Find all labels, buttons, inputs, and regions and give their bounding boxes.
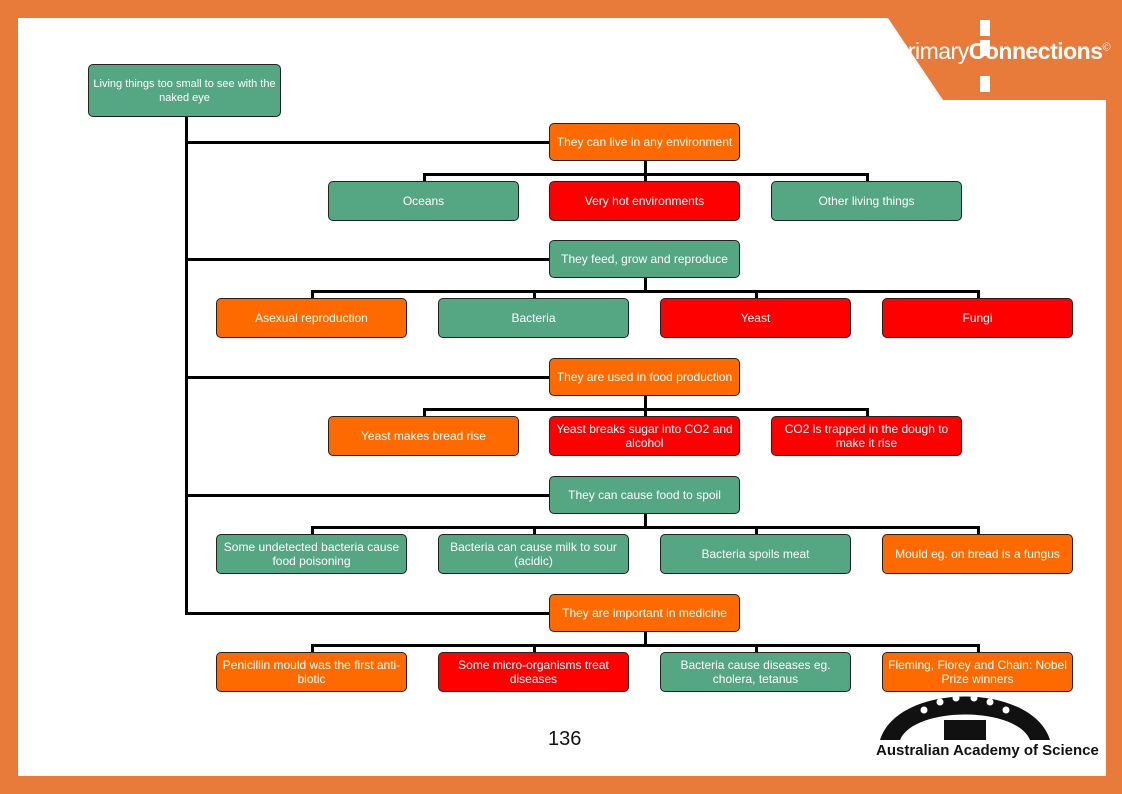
leaf-node-4-2-label: Bacteria cause diseases eg. cholera, tet…	[680, 658, 831, 686]
drop-group-0-1	[644, 173, 647, 181]
spine-line	[185, 117, 188, 614]
leaf-node-1-0-label: Asexual reproduction	[255, 311, 368, 325]
connector-group-4	[185, 612, 549, 615]
stem-group-4	[644, 632, 647, 645]
group-node-4: They are important in medicine	[549, 594, 740, 632]
drop-group-1-2	[755, 290, 758, 298]
group-node-1-label: They feed, grow and reproduce	[561, 252, 728, 266]
leaf-node-0-1-label: Very hot environments	[584, 194, 705, 208]
drop-group-4-1	[533, 644, 536, 652]
leaf-node-4-0: Penicillin mould was the first anti-biot…	[216, 652, 407, 692]
drop-group-3-3	[977, 526, 980, 534]
group-node-3-label: They can cause food to spoil	[568, 488, 721, 502]
root-node-label: Living things too small to see with the …	[93, 77, 276, 104]
leaf-node-0-2-label: Other living things	[818, 194, 915, 208]
drop-group-3-0	[311, 526, 314, 534]
bar-group-1	[311, 290, 980, 293]
academy-dome-icon	[880, 694, 1050, 740]
drop-group-0-2	[866, 173, 869, 181]
root-node: Living things too small to see with the …	[88, 64, 281, 117]
group-node-0-label: They can live in any environment	[556, 135, 733, 149]
leaf-node-4-3: Fleming, Florey and Chain: Nobel Prize w…	[882, 652, 1073, 692]
bar-group-4	[311, 644, 980, 647]
drop-group-3-1	[533, 526, 536, 534]
drop-group-2-2	[866, 408, 869, 416]
leaf-node-1-3: Fungi	[882, 298, 1073, 338]
drop-group-2-0	[423, 408, 426, 416]
leaf-node-2-0: Yeast makes bread rise	[328, 416, 519, 456]
leaf-node-0-1: Very hot environments	[549, 181, 740, 221]
leaf-node-1-2-label: Yeast	[740, 311, 771, 325]
group-node-3: They can cause food to spoil	[549, 476, 740, 514]
leaf-node-1-1-label: Bacteria	[511, 311, 556, 325]
stem-group-1	[644, 278, 647, 291]
leaf-node-4-3-label: Fleming, Florey and Chain: Nobel Prize w…	[888, 658, 1067, 686]
leaf-node-3-1: Bacteria can cause milk to sour (acidic)	[438, 534, 629, 574]
leaf-node-2-1: Yeast breaks sugar into CO2 and alcohol	[549, 416, 740, 456]
leaf-node-0-0: Oceans	[328, 181, 519, 221]
leaf-node-2-2: CO2 is trapped in the dough to make it r…	[771, 416, 962, 456]
slide: Living things too small to see with the …	[18, 18, 1106, 776]
leaf-node-4-1: Some micro-organisms treat diseases	[438, 652, 629, 692]
leaf-node-0-0-label: Oceans	[402, 194, 445, 208]
connector-group-2	[185, 376, 549, 379]
leaf-node-3-0: Some undetected bacteria cause food pois…	[216, 534, 407, 574]
leaf-node-4-0-label: Penicillin mould was the first anti-biot…	[222, 658, 401, 686]
connector-group-1	[185, 258, 549, 261]
leaf-node-2-1-label: Yeast breaks sugar into CO2 and alcohol	[556, 422, 733, 450]
bar-group-3	[311, 526, 980, 529]
brand-banner	[888, 18, 1106, 100]
leaf-node-2-0-label: Yeast makes bread rise	[361, 429, 486, 443]
leaf-node-4-1-label: Some micro-organisms treat diseases	[458, 658, 609, 686]
group-node-1: They feed, grow and reproduce	[549, 240, 740, 278]
leaf-node-3-1-label: Bacteria can cause milk to sour (acidic)	[450, 540, 617, 568]
drop-group-2-1	[644, 408, 647, 416]
connector-group-0	[185, 141, 549, 144]
drop-group-4-3	[977, 644, 980, 652]
leaf-node-3-0-label: Some undetected bacteria cause food pois…	[223, 540, 400, 568]
leaf-node-1-0: Asexual reproduction	[216, 298, 407, 338]
leaf-node-3-2: Bacteria spoils meat	[660, 534, 851, 574]
drop-group-1-0	[311, 290, 314, 298]
drop-group-0-0	[423, 173, 426, 181]
drop-group-4-2	[755, 644, 758, 652]
group-node-2: They are used in food production	[549, 358, 740, 396]
connector-group-3	[185, 494, 549, 497]
leaf-node-3-2-label: Bacteria spoils meat	[701, 547, 810, 561]
leaf-node-4-2: Bacteria cause diseases eg. cholera, tet…	[660, 652, 851, 692]
drop-group-3-2	[755, 526, 758, 534]
leaf-node-2-2-label: CO2 is trapped in the dough to make it r…	[784, 422, 949, 450]
academy-name: Australian Academy of Science	[876, 742, 1099, 759]
stem-group-3	[644, 514, 647, 527]
drop-group-4-0	[311, 644, 314, 652]
leaf-node-0-2: Other living things	[771, 181, 962, 221]
drop-group-1-1	[533, 290, 536, 298]
leaf-node-3-3-label: Mould eg. on bread is a fungus	[895, 547, 1060, 561]
group-node-2-label: They are used in food production	[556, 370, 733, 384]
stem-group-2	[644, 396, 647, 409]
group-node-0: They can live in any environment	[549, 123, 740, 161]
group-node-4-label: They are important in medicine	[562, 606, 727, 620]
drop-group-1-3	[977, 290, 980, 298]
stem-group-0	[644, 161, 647, 174]
leaf-node-1-2: Yeast	[660, 298, 851, 338]
leaf-node-1-1: Bacteria	[438, 298, 629, 338]
leaf-node-1-3-label: Fungi	[962, 311, 993, 325]
leaf-node-3-3: Mould eg. on bread is a fungus	[882, 534, 1073, 574]
primary-connections-logo: PrimaryConnections©	[893, 38, 1111, 64]
page-number: 136	[548, 728, 582, 750]
